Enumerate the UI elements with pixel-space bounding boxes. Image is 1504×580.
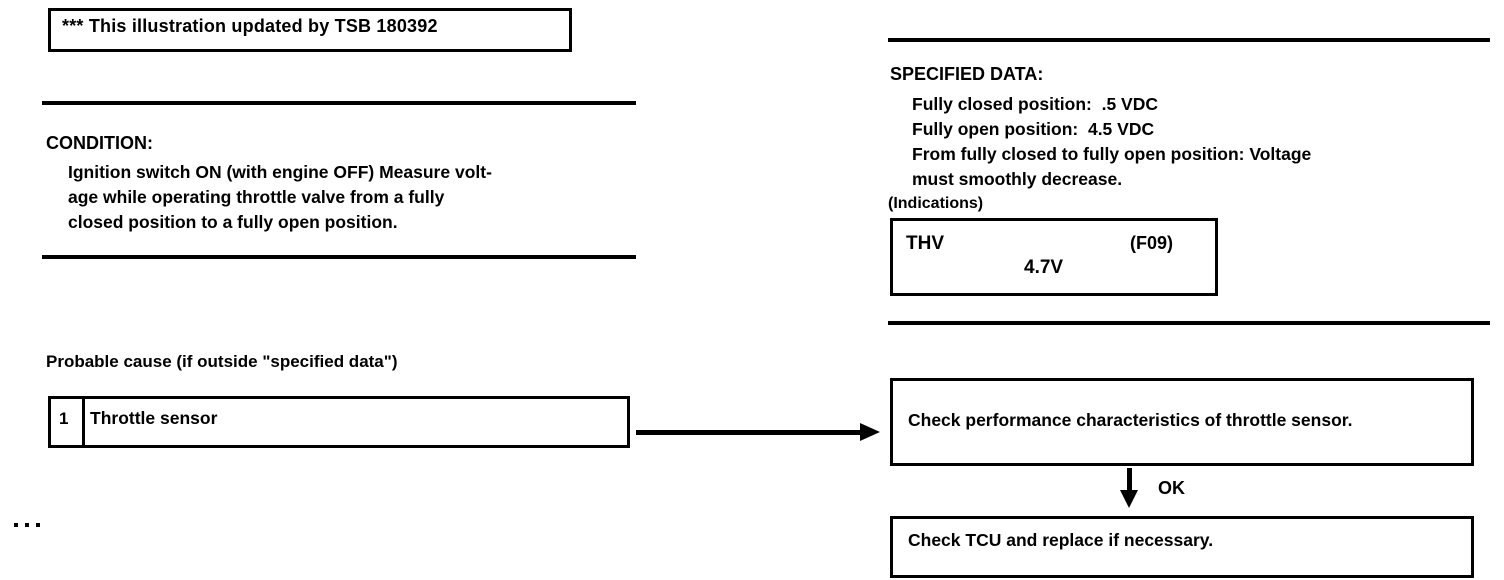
- flow-arrow-horizontal-head-icon: [860, 423, 880, 441]
- flow-step-box-1: [890, 378, 1474, 466]
- flow-arrow-vertical-shaft: [1127, 468, 1132, 494]
- specified-data-rule-top: [888, 38, 1490, 42]
- probable-cause-row-label: Throttle sensor: [90, 408, 218, 428]
- specified-data-body: Fully closed position: .5 VDC Fully open…: [912, 94, 1312, 189]
- flow-arrow-horizontal-shaft: [636, 430, 866, 435]
- flow-step-text-1: Check performance characteristics of thr…: [908, 410, 1353, 430]
- probable-cause-table: [48, 396, 630, 448]
- flow-arrow-vertical-head-icon: [1120, 490, 1138, 508]
- condition-body: Ignition switch ON (with engine OFF) Mea…: [68, 162, 492, 232]
- condition-rule-top: [42, 101, 636, 105]
- specified-data-title: SPECIFIED DATA:: [890, 64, 1044, 84]
- flow-step-text-2: Check TCU and replace if necessary.: [908, 530, 1214, 550]
- scan-artifact-dots: [14, 516, 47, 534]
- indication-readout-box: [890, 218, 1218, 296]
- specified-data-rule-bottom: [888, 321, 1490, 325]
- tsb-banner-box: [48, 8, 572, 52]
- probable-cause-title: Probable cause (if outside "specified da…: [46, 352, 398, 371]
- indication-parameter-value: 4.7V: [1024, 257, 1064, 278]
- condition-title: CONDITION:: [46, 133, 153, 153]
- flow-step-box-2: [890, 516, 1474, 578]
- flow-branch-label-ok: OK: [1158, 478, 1185, 498]
- tsb-banner-text: *** This illustration updated by TSB 180…: [62, 16, 438, 36]
- indications-label: (Indications): [888, 195, 984, 212]
- condition-rule-bottom: [42, 255, 636, 259]
- indication-parameter-name: THV: [906, 233, 944, 254]
- probable-cause-row-number: 1: [59, 409, 69, 428]
- indication-parameter-code: (F09): [1130, 233, 1174, 253]
- probable-cause-column-divider: [82, 396, 85, 448]
